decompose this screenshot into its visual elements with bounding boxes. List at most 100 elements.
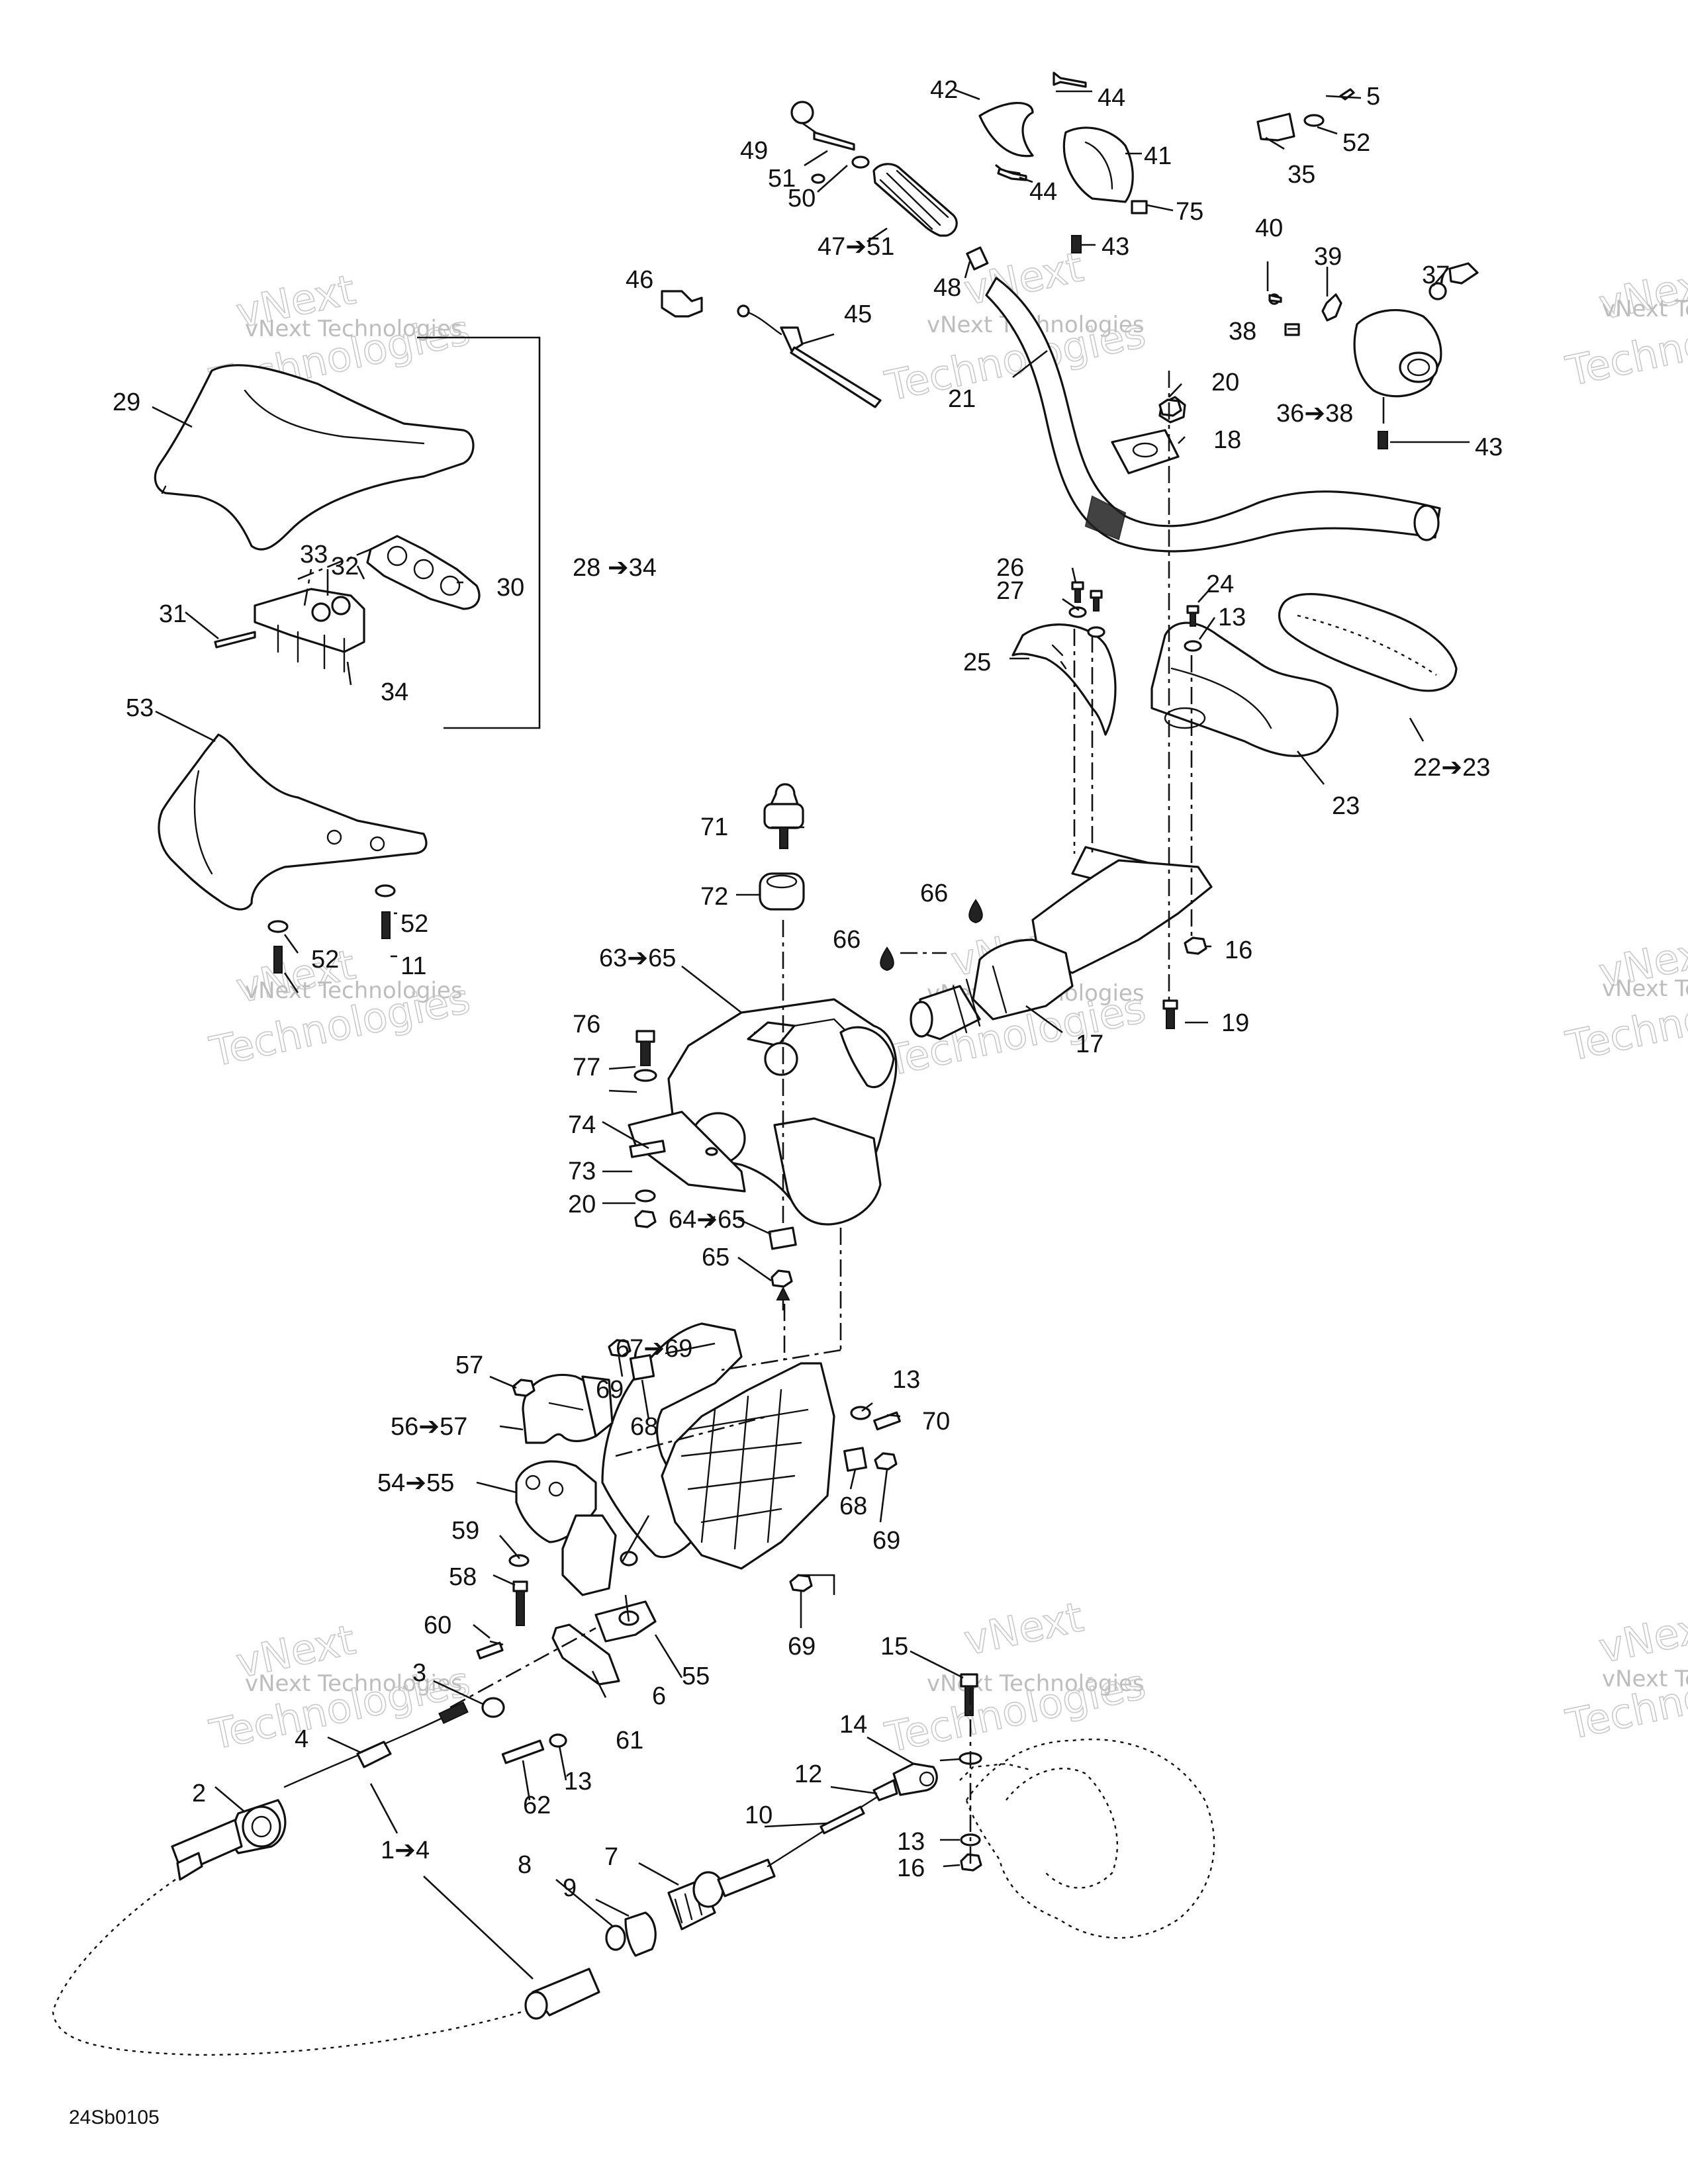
callout-54-55: 54➔55 [377, 1469, 454, 1497]
callout-44-top: 44 [1098, 84, 1125, 112]
callout-50: 50 [788, 185, 816, 212]
callout-18: 18 [1213, 426, 1241, 454]
svg-text:vNext: vNext [1595, 1600, 1688, 1672]
callout-67-69: 67➔69 [616, 1335, 692, 1363]
callout-60: 60 [424, 1612, 451, 1639]
callout-9: 9 [563, 1874, 577, 1902]
callout-11-right: 11 [400, 952, 426, 980]
throttle-lever [978, 101, 1034, 158]
switch-housing [1268, 262, 1479, 449]
callout-31: 31 [159, 600, 187, 628]
callout-70: 70 [922, 1408, 950, 1435]
callout-55: 55 [682, 1662, 710, 1690]
steering-clamp-lower [515, 1460, 617, 1596]
callout-23: 23 [1332, 792, 1360, 820]
callout-66-upper: 66 [920, 880, 948, 907]
callout-3: 3 [412, 1659, 426, 1687]
leader-lines [152, 88, 1470, 1979]
group-bracket-28-34 [417, 336, 541, 729]
callout-44-mid: 44 [1029, 178, 1057, 206]
callout-73: 73 [568, 1158, 596, 1185]
handlebar [985, 277, 1441, 553]
callout-69-bottom: 69 [788, 1633, 816, 1661]
callout-14: 14 [839, 1711, 867, 1739]
callout-48: 48 [933, 274, 961, 302]
grease-drop-icon-2 [880, 946, 894, 972]
damper-stud [759, 783, 805, 911]
steering-support [628, 998, 898, 1226]
watermark-4: vNext vNext Technologies Technologies [205, 940, 475, 1077]
steering-clamp-upper [522, 1373, 614, 1444]
callout-57: 57 [455, 1351, 483, 1379]
steering-cable-rear [767, 1762, 938, 1868]
callout-29: 29 [113, 388, 140, 416]
callout-77: 77 [573, 1054, 600, 1081]
jet-nozzle-outline [959, 1738, 1215, 1939]
callout-74: 74 [568, 1111, 596, 1139]
callout-19: 19 [1221, 1009, 1249, 1037]
assembly-lines [297, 371, 1193, 1866]
callout-22-23: 22➔23 [1413, 754, 1490, 782]
callout-1-4: 1➔4 [381, 1837, 430, 1864]
callout-68-right: 68 [839, 1492, 867, 1520]
handlebar-grip [790, 101, 989, 271]
callout-69-left: 69 [596, 1376, 624, 1404]
cable-fittings [605, 1858, 776, 1957]
steering-lever [551, 1600, 657, 1686]
watermark-9: vNext vNext Technologies Technologies [1562, 1600, 1688, 1749]
callout-15: 15 [880, 1633, 908, 1661]
callout-21: 21 [948, 385, 976, 413]
callout-5: 5 [1366, 83, 1380, 111]
callout-13-upper: 13 [1218, 604, 1246, 631]
callout-62: 62 [523, 1792, 551, 1819]
callout-33: 33 [300, 541, 328, 569]
cover-gasket [366, 535, 481, 610]
callout-56-57: 56➔57 [391, 1413, 467, 1441]
callout-53: 53 [126, 694, 154, 722]
callout-25: 25 [963, 649, 991, 676]
callout-45: 45 [844, 300, 872, 328]
arrow-head-icon [776, 1286, 790, 1300]
callout-64-65: 64➔65 [669, 1206, 745, 1234]
steering-cover-half [1011, 623, 1117, 736]
callout-42: 42 [930, 76, 958, 104]
callout-17: 17 [1076, 1030, 1103, 1058]
steering-column [910, 846, 1213, 1040]
callout-8: 8 [518, 1851, 532, 1879]
cover-bracket [214, 588, 365, 673]
lower-cover [158, 733, 428, 911]
callout-76: 76 [573, 1011, 600, 1038]
svg-text:vNext Technologies: vNext Technologies [245, 978, 463, 1004]
switch-bracket [1256, 88, 1355, 142]
callout-28-34: 28 ➔34 [573, 554, 657, 582]
callout-20-top: 20 [1211, 369, 1239, 396]
callout-10: 10 [745, 1801, 773, 1829]
callout-46: 46 [626, 266, 653, 294]
callout-37: 37 [1422, 261, 1450, 289]
callout-16-mid: 16 [1225, 936, 1252, 964]
svg-text:vNext Technologies: vNext Technologies [245, 1670, 463, 1697]
callout-38: 38 [1229, 318, 1256, 345]
callout-36-38: 36➔38 [1276, 400, 1353, 428]
svg-text:vNext: vNext [960, 1592, 1087, 1664]
callout-4: 4 [295, 1725, 308, 1753]
callout-20-mid: 20 [568, 1191, 596, 1218]
callout-34: 34 [381, 678, 408, 706]
callout-27: 27 [996, 577, 1024, 605]
throttle-cable [661, 290, 882, 408]
callout-2: 2 [192, 1780, 206, 1807]
callout-59: 59 [451, 1517, 479, 1545]
callout-52-top: 52 [1342, 129, 1370, 157]
watermark-6: vNext vNext Technologies Technologies [1562, 925, 1688, 1071]
callout-71: 71 [700, 813, 728, 841]
grease-drop-icon [968, 899, 983, 924]
callouts: 42 44 5 52 35 41 44 75 43 49 51 50 47➔51… [113, 76, 1503, 1902]
callout-63-65: 63➔65 [599, 944, 676, 972]
watermark-8: vNext vNext Technologies Technologies [880, 1592, 1150, 1763]
callout-13-bottom: 13 [897, 1828, 925, 1856]
callout-43-right: 43 [1475, 433, 1503, 461]
callout-72: 72 [700, 883, 728, 911]
callout-58: 58 [449, 1563, 477, 1591]
center-cover [154, 364, 475, 551]
